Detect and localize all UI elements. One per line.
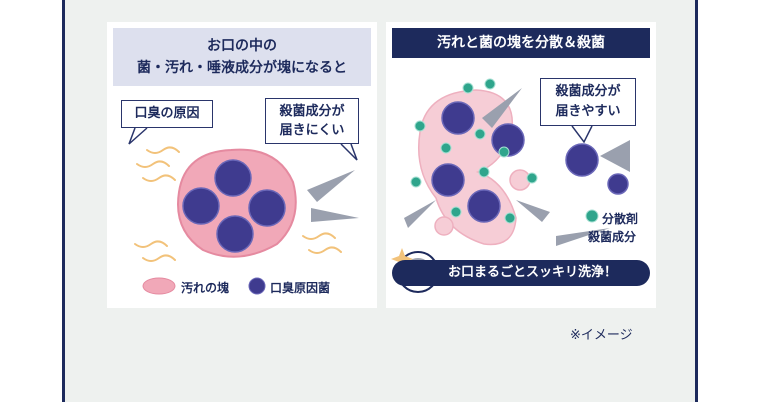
legend-bacteria-swatch [248,277,266,295]
bubble-hard-to-reach: 殺菌成分が 届きにくい [265,98,359,144]
panel-before-title: お口の中の 菌・汚れ・唾液成分が塊になると [113,28,371,86]
bacterium-a [441,101,475,135]
panel-before-title-line2: 菌・汚れ・唾液成分が塊になると [137,60,347,76]
panel-before-title-line1: お口の中の [207,38,277,54]
dispersant-particles [410,78,538,224]
odor-lines-bottom-right [302,232,342,254]
odor-lines-bottom-left [134,240,176,262]
bacterium-2 [182,187,220,225]
bubble-cause-text: 口臭の原因 [134,106,200,121]
spray-cone-legend [556,228,610,246]
spray-cone-d [600,140,630,172]
bubble-hard-tail [340,143,358,161]
bubble-easy-line2: 届きやすい [555,104,621,119]
odor-lines-top-left [136,146,180,182]
bacterium-1 [214,159,252,197]
legend-dispersant-swatch [585,209,599,223]
bacterium-d [467,189,501,223]
image-note: ※イメージ [570,328,633,343]
legend-plaque-swatch [142,277,176,295]
bacterium-3 [248,189,286,227]
spray-cone-a [482,88,522,128]
plaque-mass [177,148,297,258]
bacteria-cluster [182,159,286,253]
bacterium-e [565,143,599,177]
after-illustration [391,78,630,293]
bubble-easy-tail [571,125,593,144]
plaque-blob-small-2 [434,216,454,236]
bubble-easy-to-reach: 殺菌成分が 届きやすい [540,78,636,126]
bacterium-4 [216,215,254,253]
legend-bacteria-label: 口臭原因菌 [270,281,331,295]
bubble-hard-line2: 届きにくい [279,123,345,138]
bacterium-f [607,173,629,195]
panel-before: お口の中の 菌・汚れ・唾液成分が塊になると 口臭の原因 殺菌成分が 届きにくい [107,22,377,308]
bubble-hard-line1: 殺菌成分が [279,104,345,119]
bacterium-b [491,123,525,157]
spray-cone-1 [307,170,355,202]
sparkle-icon [391,248,413,270]
spray-cone-c [516,200,550,222]
panel-after: 汚れと菌の塊を分散＆殺菌 殺菌成分が 届きやすい [386,22,656,308]
bubble-cause-tail [128,127,148,145]
bubble-cause: 口臭の原因 [121,100,213,128]
legend-plaque-label: 汚れの塊 [181,281,230,295]
legend-dispersant-label: 分散剤 [602,212,639,226]
spray-cone-b [404,200,436,228]
legend-sterilizer-label: 殺菌成分 [588,230,637,244]
clean-banner: お口まるごとスッキリ洗浄！ [392,260,650,286]
before-illustration [128,127,359,295]
spray-cone-2 [311,208,359,222]
bacterium-c [431,163,465,197]
dispersed-bacteria [431,101,629,223]
bubble-easy-line1: 殺菌成分が [555,84,621,99]
panel-after-title: 汚れと菌の塊を分散＆殺菌 [392,28,650,58]
